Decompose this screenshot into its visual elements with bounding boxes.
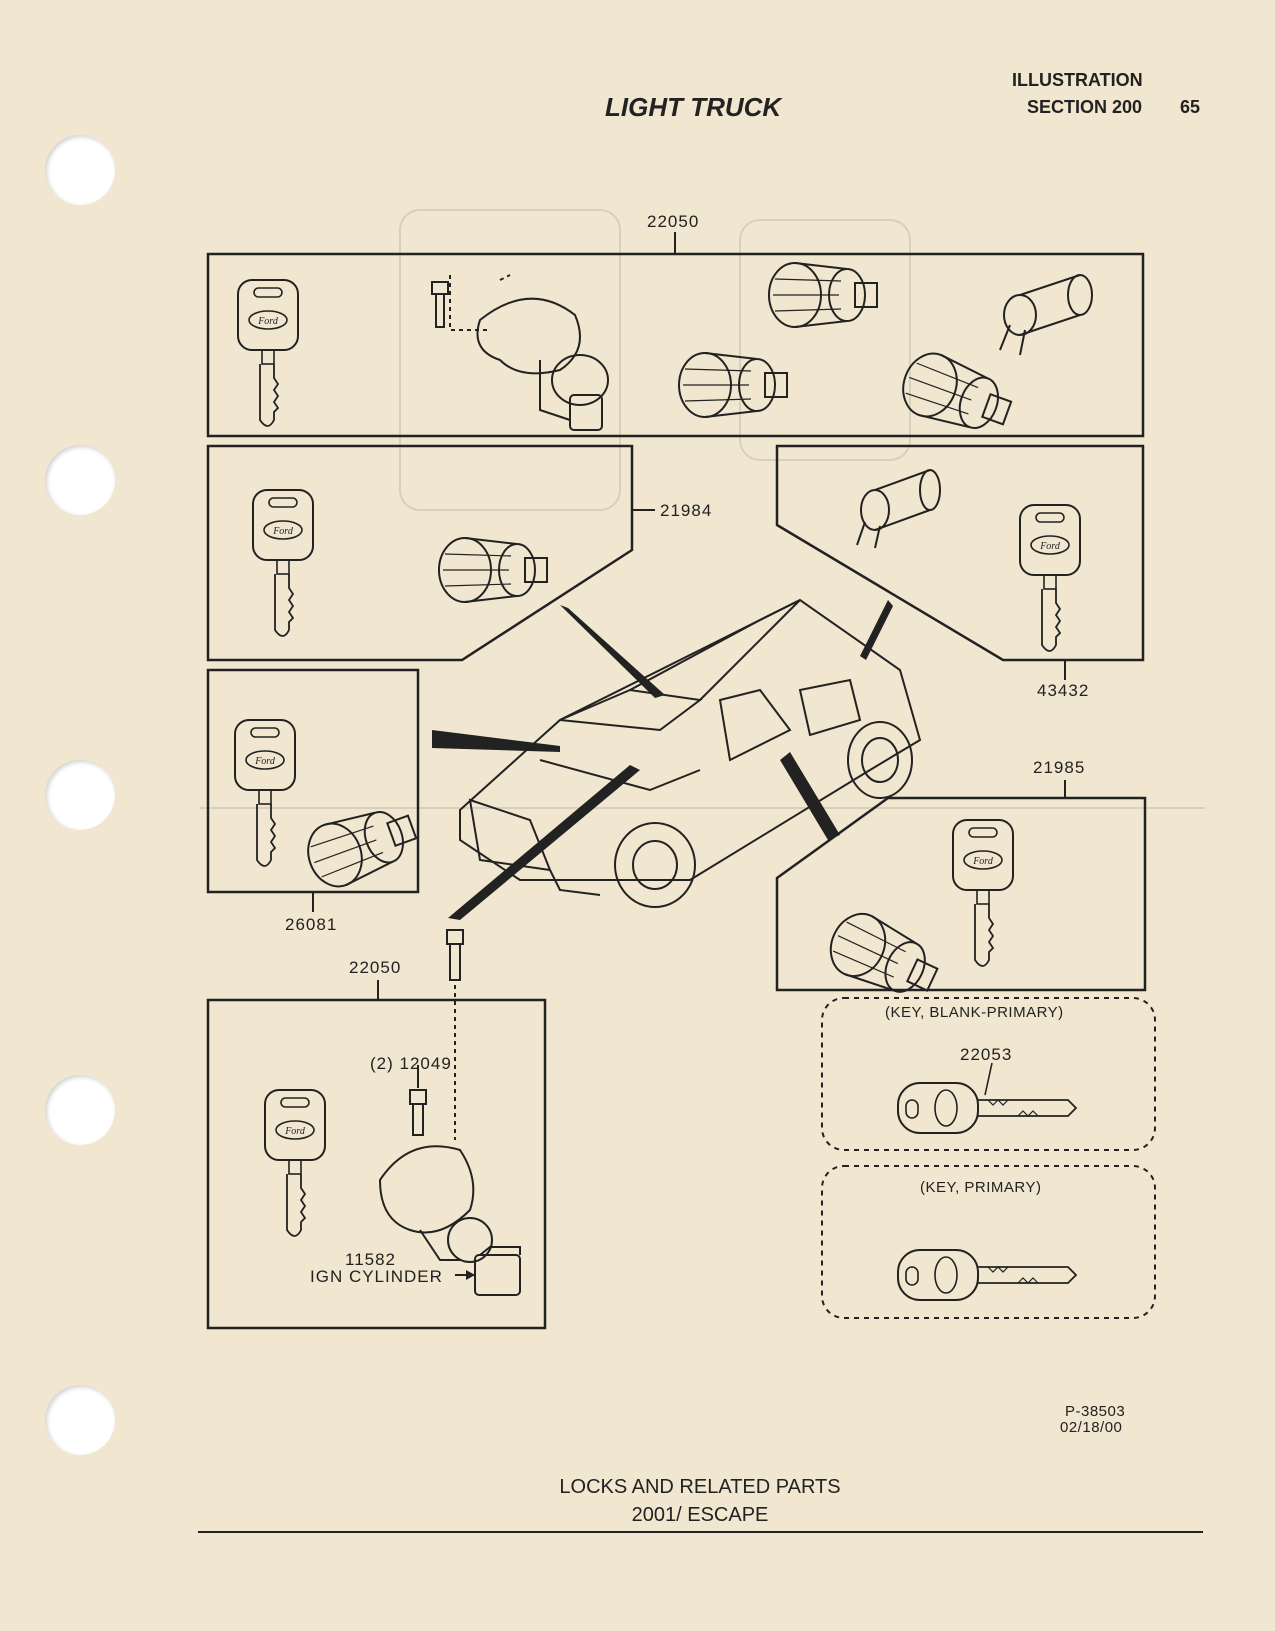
binder-hole: [45, 445, 115, 515]
drawing-number: P-38503: [1065, 1403, 1126, 1420]
key-blank-number: 22053: [960, 1045, 1013, 1064]
callout-glove-box-cylinder: 26081: [285, 915, 338, 934]
callout-ignition-cylinder-number: 11582: [345, 1250, 397, 1269]
binder-hole: [45, 1075, 115, 1145]
callout-left-door-cylinder: 21984: [660, 501, 713, 520]
footer-title: LOCKS AND RELATED PARTS: [559, 1476, 841, 1498]
page-title: LIGHT TRUCK: [605, 92, 782, 122]
binder-hole: [45, 760, 115, 830]
callout-right-door-cylinder: 21985: [1033, 758, 1086, 777]
binder-hole: [45, 1385, 115, 1455]
page-number: 65: [1180, 97, 1201, 117]
section-label: ILLUSTRATION: [1012, 70, 1143, 90]
footer-model: 2001/ ESCAPE: [631, 1504, 769, 1526]
key-primary-caption: (KEY, PRIMARY): [920, 1179, 1042, 1196]
callout-ignition-cylinder-label: IGN CYLINDER: [310, 1267, 443, 1286]
drawing-date: 02/18/00: [1060, 1419, 1123, 1436]
callout-ignition-screws: (2) 12049: [370, 1054, 452, 1073]
callout-tailgate-cylinder: 43432: [1037, 681, 1090, 700]
callout-top-assembly: 22050: [647, 212, 700, 231]
section-number: SECTION 200: [1027, 97, 1143, 117]
binder-hole: [45, 135, 115, 205]
callout-ignition-assembly: 22050: [349, 958, 402, 977]
key-blank-caption: (KEY, BLANK-PRIMARY): [885, 1004, 1064, 1021]
